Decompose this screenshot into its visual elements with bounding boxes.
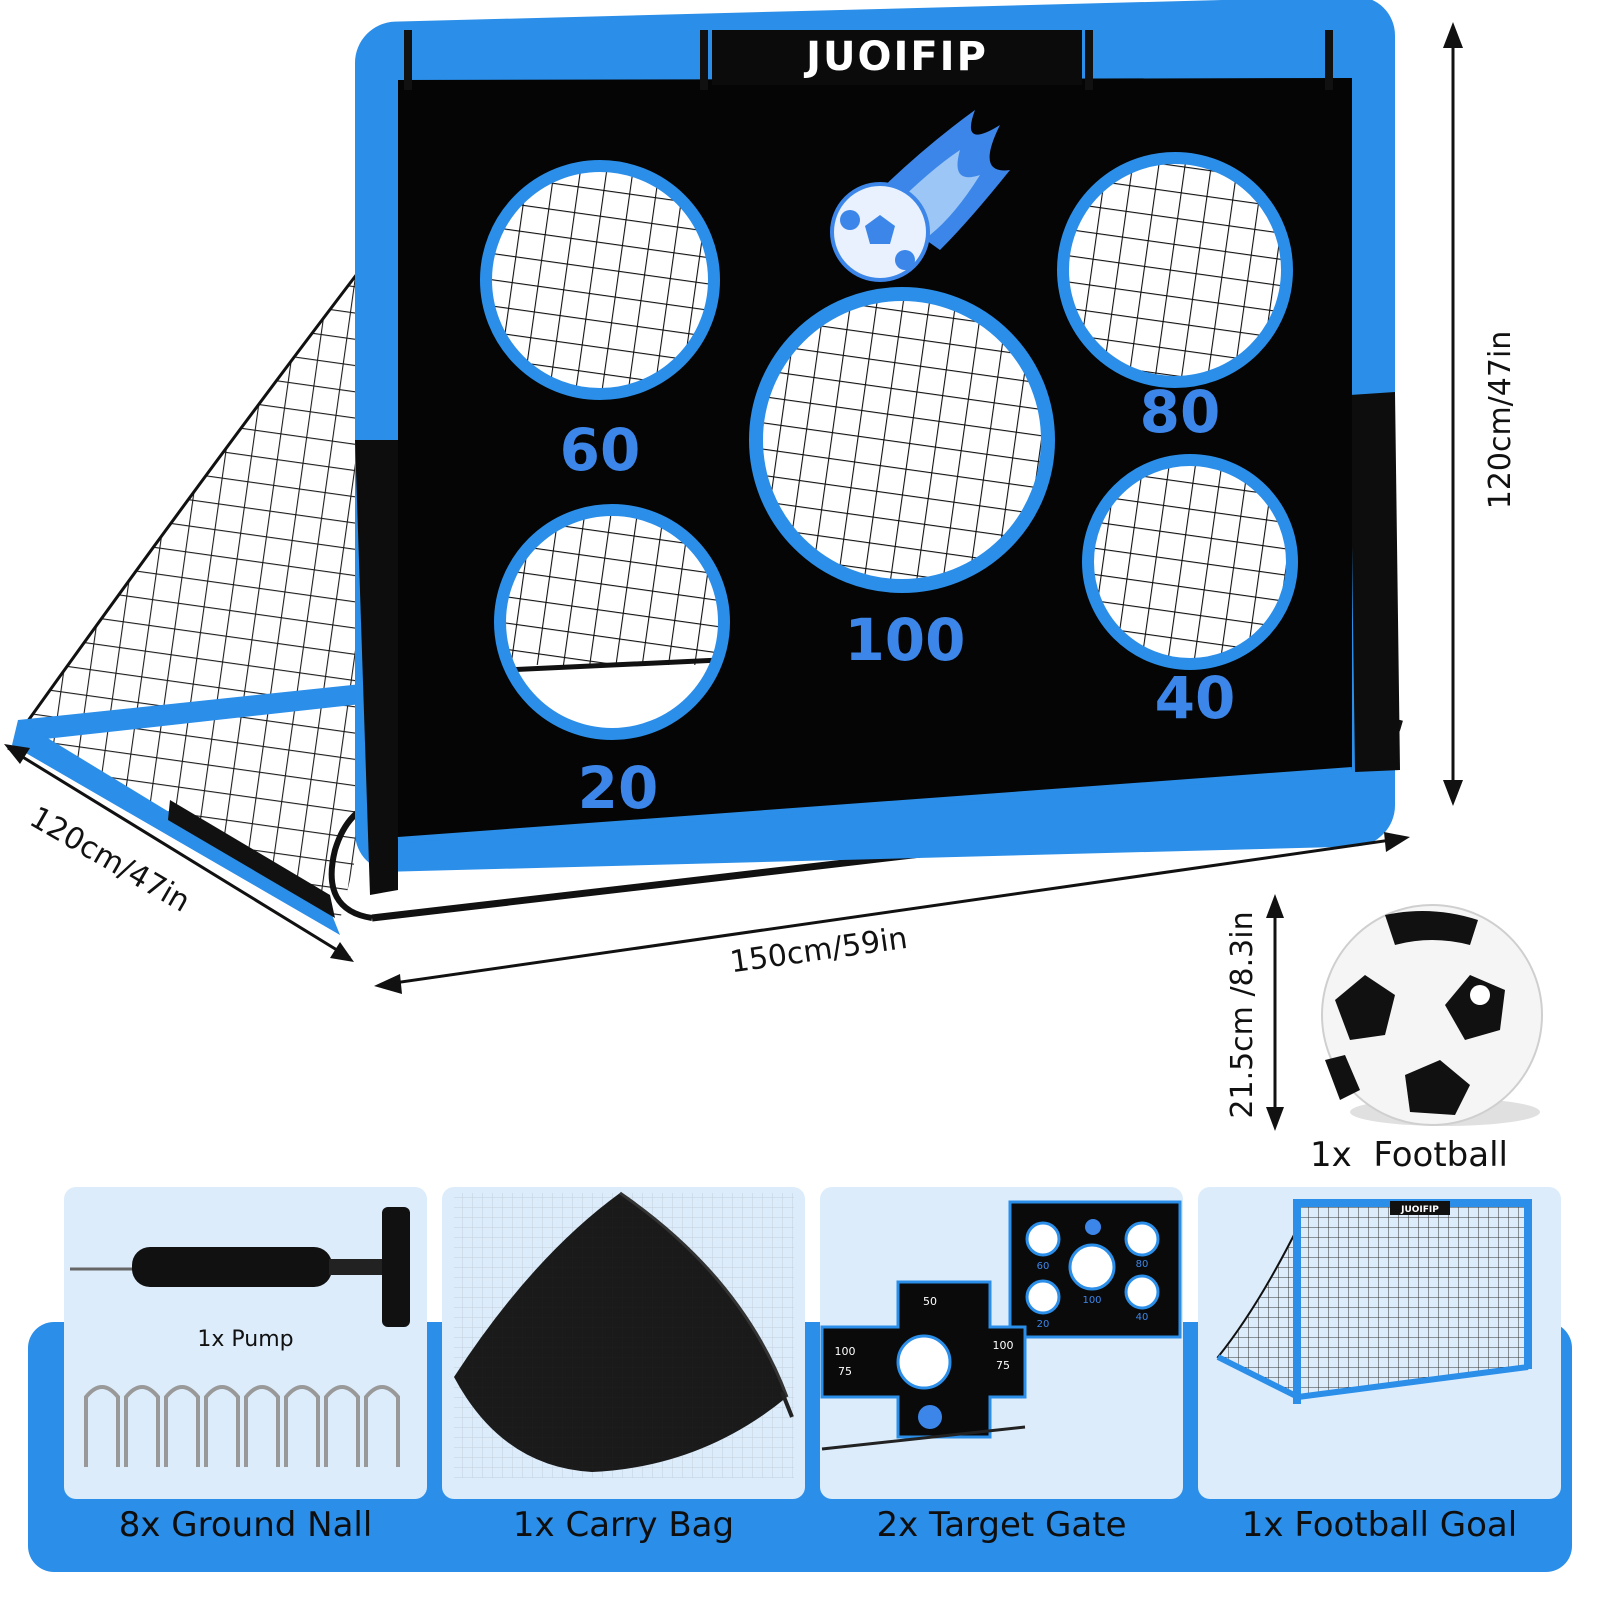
carry-bag-image <box>454 1191 794 1478</box>
mini-score-a-20: 20 <box>1037 1319 1050 1330</box>
score-label-40: 40 <box>1155 664 1236 732</box>
pump-and-nails-image <box>70 1207 410 1467</box>
target-hole-20 <box>494 504 730 740</box>
football-caption: 1x Football <box>1310 1135 1508 1175</box>
accessory-caption-target-gate: 2x Target Gate <box>876 1505 1127 1545</box>
accessory-caption-football-goal: 1x Football Goal <box>1241 1505 1518 1545</box>
accessory-caption-carry-bag: 1x Carry Bag <box>512 1505 735 1545</box>
side-net <box>23 269 400 920</box>
width-dimension-arrow <box>374 832 1410 994</box>
accessory-card-football-goal: JUOIFIP <box>1198 1187 1561 1499</box>
accessory-card-ground-nails: 1x Pump <box>64 1187 427 1499</box>
mini-score-a-60: 60 <box>1037 1261 1050 1272</box>
mini-goal-brand: JUOIFIP <box>1400 1205 1439 1215</box>
mini-score-a-100: 100 <box>1082 1295 1101 1306</box>
mini-score-b-50: 50 <box>923 1295 937 1308</box>
accessory-caption-ground-nails: 8x Ground Nall <box>118 1505 373 1545</box>
football-goal-image: JUOIFIP <box>1216 1199 1532 1404</box>
accessory-card-carry-bag <box>442 1187 805 1499</box>
mini-score-b-100-left: 100 <box>835 1345 856 1358</box>
target-hole-40 <box>1082 454 1298 670</box>
target-hole-60 <box>480 160 720 400</box>
height-label: 120cm/47in <box>1483 331 1518 510</box>
accessory-card-target-gate: 60 80 100 20 40 50 100 75 100 75 <box>820 1187 1183 1499</box>
score-label-20: 20 <box>578 754 659 822</box>
score-label-100: 100 <box>844 606 965 674</box>
depth-dimension-arrow <box>4 744 354 962</box>
ball-dimension-arrow <box>1266 894 1284 1131</box>
mini-score-b-75-left: 75 <box>838 1365 852 1378</box>
mini-score-a-80: 80 <box>1136 1259 1149 1270</box>
mini-score-b-75-right: 75 <box>996 1359 1010 1372</box>
football-icon <box>1321 904 1543 1126</box>
mini-target-gate-b: 50 100 75 100 75 <box>820 1280 1027 1451</box>
score-label-80: 80 <box>1140 378 1221 446</box>
target-hole-80 <box>1057 152 1293 388</box>
pump-label: 1x Pump <box>197 1327 294 1352</box>
mini-target-gate-a: 60 80 100 20 40 <box>1008 1200 1182 1339</box>
height-dimension-arrow <box>1443 22 1463 806</box>
brand-text: JUOIFIP <box>803 34 988 80</box>
mini-score-a-40: 40 <box>1136 1312 1149 1323</box>
target-hole-100 <box>749 287 1055 593</box>
fireball-icon <box>830 110 1010 282</box>
target-gates-image: 60 80 100 20 40 50 100 75 100 75 <box>820 1200 1182 1451</box>
mini-score-b-100-right: 100 <box>993 1339 1014 1352</box>
ball-size-label: 21.5cm /8.3in <box>1225 911 1260 1118</box>
score-label-60: 60 <box>560 416 641 484</box>
